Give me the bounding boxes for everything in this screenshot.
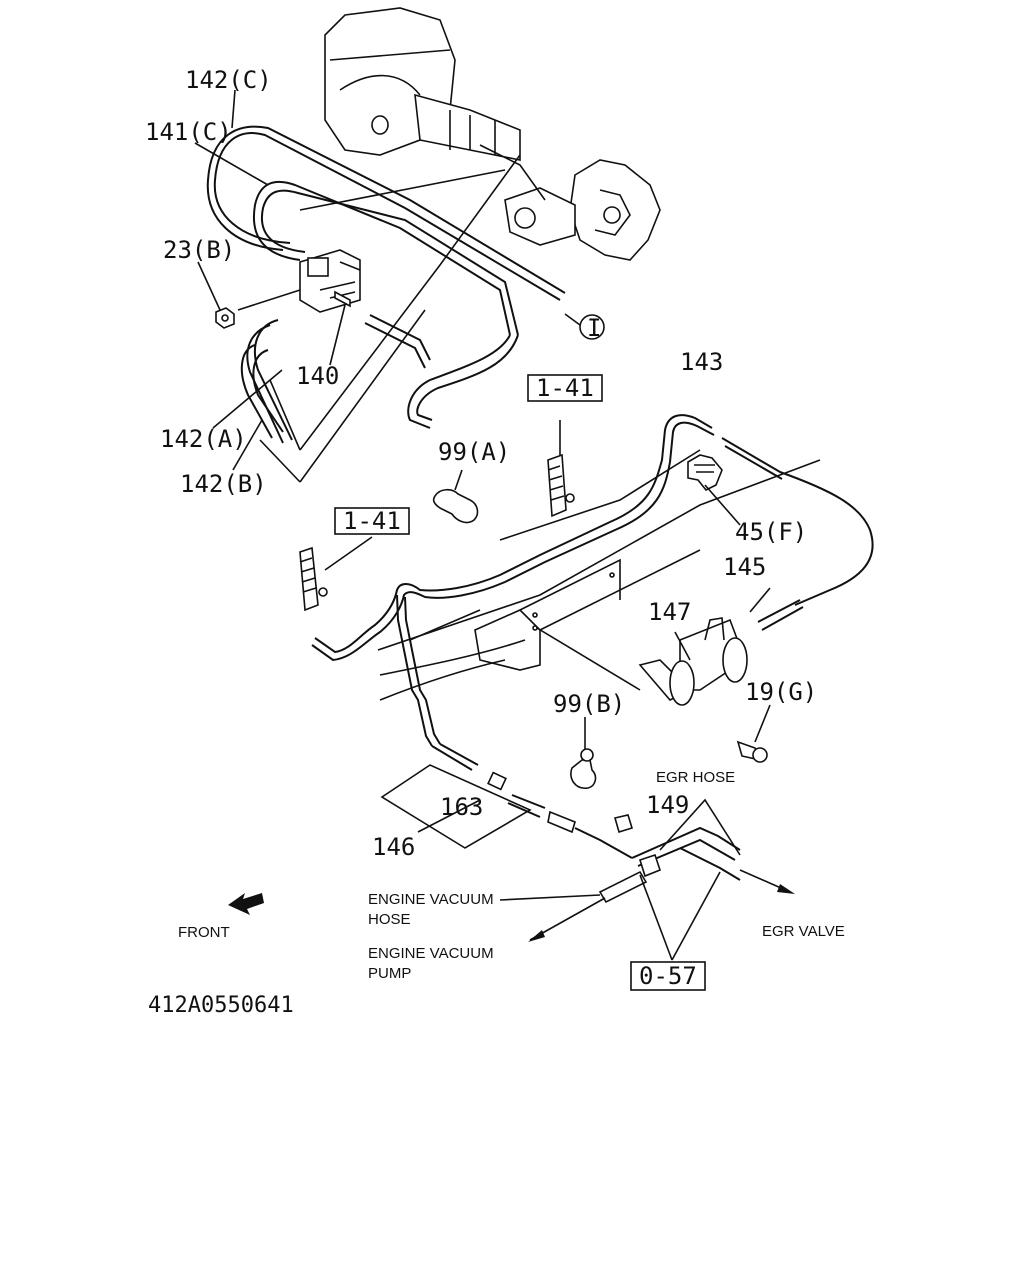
label-145: 145 <box>723 553 766 581</box>
callout-engine-vacuum-pump-2: PUMP <box>368 965 411 982</box>
clamp-upper <box>547 420 575 518</box>
label-142c: 142(C) <box>185 66 272 94</box>
callout-egr-valve: EGR VALVE <box>762 923 845 940</box>
label-140: 140 <box>296 362 339 390</box>
label-143: 143 <box>680 348 723 376</box>
drawing-code: 412A0550641 <box>148 993 294 1018</box>
callout-engine-vacuum-hose-1: ENGINE VACUUM <box>368 891 494 908</box>
callout-front: FRONT <box>178 924 230 941</box>
circle-label: I <box>587 314 601 342</box>
label-142a: 142(A) <box>160 425 247 453</box>
ref-box-1-41-lower <box>334 507 410 535</box>
clip-45f <box>687 454 741 526</box>
ref-box-1-41-lower-label: 1-41 <box>343 507 401 535</box>
ref-box-0-57 <box>630 961 706 991</box>
tube-145 <box>749 587 804 631</box>
t-joint-assembly <box>598 798 741 961</box>
front-arrow-icon <box>228 893 264 915</box>
label-163: 163 <box>440 793 483 821</box>
label-146: 146 <box>372 833 415 861</box>
leaders-upper <box>194 89 581 483</box>
reference-circle <box>579 314 605 340</box>
connectors-lower <box>380 764 633 859</box>
label-147: 147 <box>648 598 691 626</box>
vsv-assembly <box>299 249 361 313</box>
callout-engine-vacuum-hose-2: HOSE <box>368 911 411 928</box>
nut-23b <box>215 307 235 329</box>
callout-egr-hose: EGR HOSE <box>656 769 735 786</box>
label-99b: 99(B) <box>553 690 625 718</box>
callout-engine-vacuum-pump-1: ENGINE VACUUM <box>368 945 494 962</box>
clamp-lower <box>299 536 373 612</box>
label-149: 149 <box>646 791 689 819</box>
ref-box-0-57-label: 0-57 <box>639 962 697 990</box>
label-142b: 142(B) <box>180 470 267 498</box>
canister-147 <box>536 617 748 706</box>
clip-99b <box>570 717 597 789</box>
bolt-19g <box>736 704 771 763</box>
label-141c: 141(C) <box>145 118 232 146</box>
vacuum-tubes-upper <box>206 125 566 444</box>
frame-rail <box>377 449 821 701</box>
ref-box-1-41-upper-label: 1-41 <box>536 374 594 402</box>
clip-99a <box>432 469 479 524</box>
label-99a: 99(A) <box>438 438 510 466</box>
ref-box-1-41-upper <box>527 374 603 402</box>
engine-assembly <box>324 7 661 261</box>
label-45f: 45(F) <box>735 518 807 546</box>
label-19g: 19(G) <box>745 678 817 706</box>
arrows <box>499 869 795 942</box>
vacuum-tube-143 <box>311 414 874 771</box>
label-23b: 23(B) <box>163 236 235 264</box>
